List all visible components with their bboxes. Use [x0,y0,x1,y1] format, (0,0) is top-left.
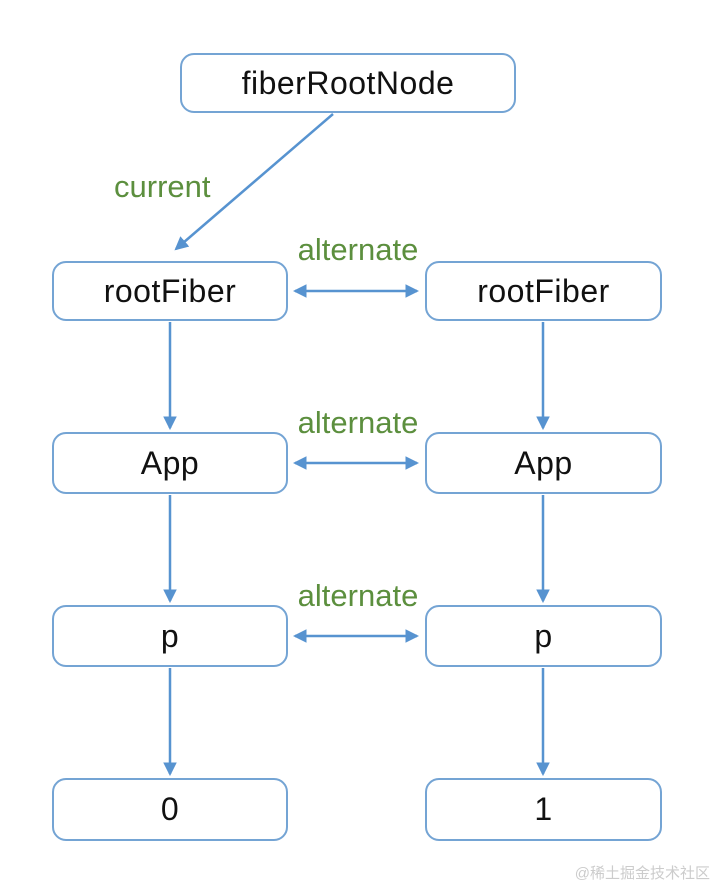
node-text-0: 0 [52,778,288,841]
node-app-alternate: App [425,432,662,494]
node-app-current: App [52,432,288,494]
node-p-current: p [52,605,288,667]
node-rootFiber-current: rootFiber [52,261,288,321]
edge-label-alternate-rootfiber: alternate [297,232,419,267]
watermark-text: @稀土掘金技术社区 [574,865,710,882]
node-p-alternate: p [425,605,662,667]
edge-label-current: current [114,169,211,204]
edge-label-alternate-app: alternate [297,405,419,440]
node-fiberRootNode: fiberRootNode [180,53,516,113]
current-edge-arrow [174,113,334,251]
edge-label-alternate-p: alternate [297,578,419,613]
node-text-1: 1 [425,778,662,841]
node-rootFiber-alternate: rootFiber [425,261,662,321]
